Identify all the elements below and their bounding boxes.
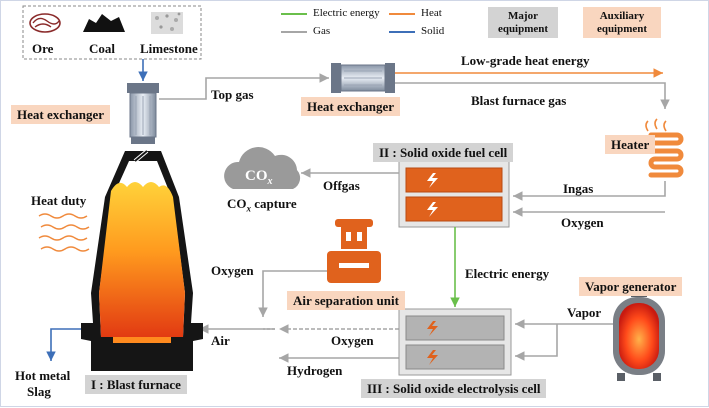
ore-label: Ore [32,41,54,56]
vapor-generator-icon [613,289,665,381]
legend-solid-label: Solid [421,25,445,37]
offgas-label: Offgas [323,178,360,193]
bf-gas-label: Blast furnace gas [471,93,567,108]
raw-materials-box [22,5,202,60]
heat-exchanger-top-label: Heat exchanger [301,97,401,116]
legend-gas-label: Gas [313,25,331,37]
vapor-generator-label: Vapor generator [579,277,683,296]
legend-auxiliary-equipment: Auxiliary equipment [583,7,661,39]
legend-major-equipment: Major equipment [488,7,558,39]
asu-icon [327,219,381,283]
ore-icon [29,13,61,33]
soec-label: III : Solid oxide electrolysis cell [361,379,547,398]
ingas-line [513,181,666,201]
top-gas-label: Top gas [211,87,254,102]
oxygen-asu-line [258,270,327,317]
heat-duty-waves [38,213,90,252]
ingas-label: Ingas [563,181,594,196]
co2-cloud-text: COx [245,168,273,187]
heat-exchanger-left-icon [127,83,159,144]
heat-exchanger-top-icon [331,63,395,93]
sofc-stack-icon [398,160,510,228]
legend-electric-label: Electric energy [313,7,380,19]
hot-metal-arrow [46,328,81,361]
top-gas-line [159,73,329,100]
low-grade-heat-label: Low-grade heat energy [461,53,590,68]
hot-metal-label: Hot metal [15,368,71,383]
sofc-label: II : Solid oxide fuel cell [373,143,514,162]
blast-furnace-label: I : Blast furnace [85,375,187,394]
heater-icon [645,118,684,178]
asu-label: Air separation unit [287,291,405,310]
oxygen-sofc-label: Oxygen [561,215,604,230]
co2-capture-label: COx capture [227,196,297,214]
blast-furnace-icon [81,149,203,371]
soec-stack-icon [398,308,512,376]
hydrogen-label: Hydrogen [287,363,343,378]
bf-gas-line [395,82,670,109]
legend-samples [281,13,415,33]
oxygen-soec-label: Oxygen [331,333,374,348]
electric-energy-label: Electric energy [465,266,550,281]
coal-icon [83,14,125,32]
vapor-line-2 [515,324,558,361]
heat-duty-label: Heat duty [31,193,87,208]
limestone-icon [151,12,183,34]
heat-exchanger-left-label: Heat exchanger [11,105,111,124]
vapor-label: Vapor [567,305,602,320]
oxygen-asu-label: Oxygen [211,263,254,278]
air-label: Air [211,333,230,348]
limestone-label: Limestone [140,41,198,56]
legend-heat-label: Heat [421,7,442,19]
slag-label: Slag [27,384,51,399]
co2-cloud-icon [224,147,301,189]
heater-label: Heater [605,135,656,154]
coal-label: Coal [89,41,115,56]
